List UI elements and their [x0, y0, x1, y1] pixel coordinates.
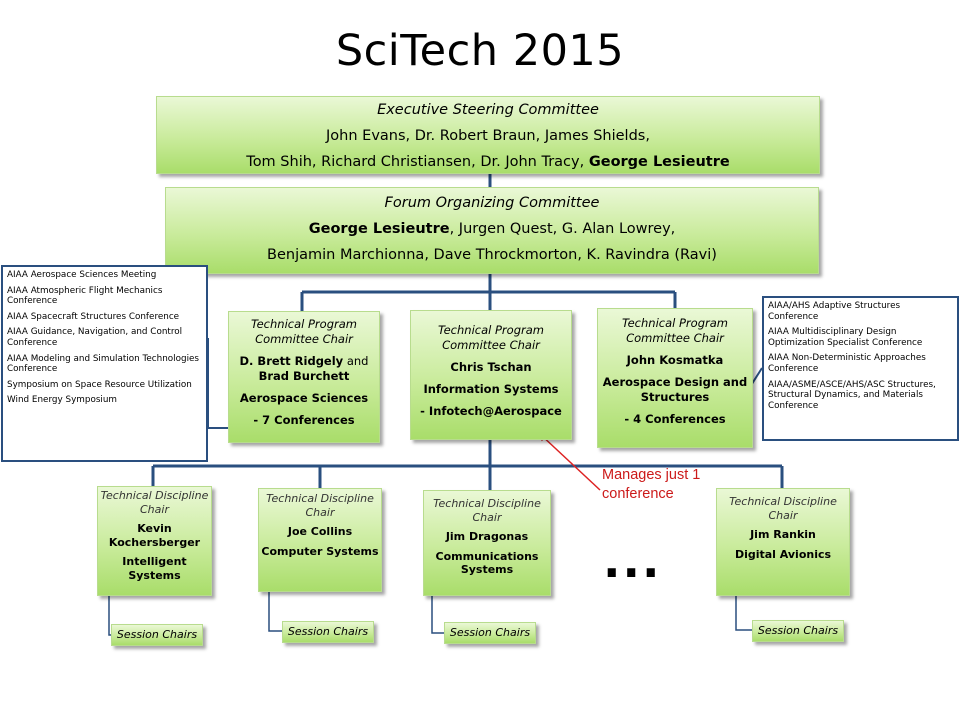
- conference-item: AIAA Atmospheric Flight Mechanics Confer…: [7, 285, 163, 307]
- tdc3-area: Communications Systems: [435, 549, 539, 577]
- session-chairs-3: Session Chairs: [444, 622, 536, 644]
- tpc3-scope: - 4 Conferences: [624, 412, 726, 426]
- esc-members-line2-bold: George Lesieutre: [588, 154, 730, 170]
- connector-tdc3-sc: [431, 596, 444, 634]
- callout-aerospace-sciences-conferences: AIAA Aerospace Sciences Meeting AIAA Atm…: [1, 265, 208, 462]
- executive-steering-committee: Executive Steering Committee John Evans,…: [156, 96, 820, 174]
- tdc2-name: Joe Collins: [287, 525, 353, 538]
- tpc2-heading: Technical Program Committee Chair: [438, 323, 544, 352]
- more-ellipsis: ...: [603, 534, 662, 588]
- tpc2-name: Chris Tschan: [450, 360, 532, 374]
- tdc4-name: Jim Rankin: [750, 528, 816, 541]
- foc-members-line2: Benjamin Marchionna, Dave Throckmorton, …: [267, 247, 717, 263]
- tpc3-heading: Technical Program Committee Chair: [622, 316, 728, 345]
- note-arrow: [539, 433, 601, 491]
- connector-tdc4-sc: [735, 596, 752, 631]
- discipline-chair-digital-avionics: Technical Discipline Chair Jim Rankin Di…: [716, 488, 850, 596]
- tpc3-area: Aerospace Design and Structures: [602, 375, 748, 404]
- discipline-chair-communications-systems: Technical Discipline Chair Jim Dragonas …: [423, 490, 551, 596]
- foc-members-line1-bold: George Lesieutre: [308, 221, 450, 237]
- tpc2-area: Information Systems: [423, 382, 559, 396]
- discipline-chair-intelligent-systems: Technical Discipline Chair Kevin Kochers…: [97, 486, 212, 596]
- conference-item: AIAA Multidisciplinary Design Optimizati…: [768, 327, 923, 348]
- callout-design-structures-conferences: AIAA/AHS Adaptive Structures Conference …: [762, 296, 959, 441]
- tdc1-heading: Technical Discipline Chair: [100, 489, 209, 516]
- session-chairs-4: Session Chairs: [752, 620, 844, 642]
- program-chair-design-structures: Technical Program Committee Chair John K…: [597, 308, 753, 448]
- tpc3-name: John Kosmatka: [626, 353, 724, 367]
- esc-members-line1: John Evans, Dr. Robert Braun, James Shie…: [326, 128, 650, 144]
- esc-members-line2: Tom Shih, Richard Christiansen, Dr. John…: [157, 149, 819, 173]
- tpc1-name-2: Brad Burchett: [258, 369, 350, 383]
- tdc2-area: Computer Systems: [261, 544, 379, 558]
- tpc1-name-1: D. Brett Ridgely: [239, 354, 344, 368]
- tpc1-scope: - 7 Conferences: [253, 413, 355, 427]
- session-chairs-2: Session Chairs: [282, 621, 374, 643]
- tdc3-name: Jim Dragonas: [445, 530, 529, 543]
- callout-left-pointer: [207, 338, 230, 429]
- tpc1-heading: Technical Program Committee Chair: [251, 317, 357, 346]
- tpc1-name-joiner: and: [343, 354, 369, 368]
- conference-item: Wind Energy Symposium: [7, 395, 117, 406]
- tdc4-area: Digital Avionics: [734, 547, 832, 561]
- program-chair-aerospace-sciences: Technical Program Committee Chair D. Bre…: [228, 311, 380, 443]
- tpc1-names: D. Brett Ridgely and Brad Burchett: [229, 354, 379, 384]
- tdc2-heading: Technical Discipline Chair: [266, 492, 374, 519]
- program-chair-information-systems: Technical Program Committee Chair Chris …: [410, 310, 572, 440]
- forum-organizing-committee: Forum Organizing Committee George Lesieu…: [165, 187, 819, 274]
- tdc3-heading: Technical Discipline Chair: [433, 497, 541, 524]
- conference-item: AIAA Modeling and Simulation Technologie…: [7, 353, 200, 375]
- tpc1-area: Aerospace Sciences: [239, 391, 369, 405]
- connector-tdc1-sc: [108, 596, 111, 636]
- manages-note: Manages just 1 conference: [602, 467, 701, 502]
- conference-item: AIAA Guidance, Navigation, and Control C…: [7, 327, 183, 348]
- conference-item: AIAA Aerospace Sciences Meeting: [7, 270, 157, 280]
- tdc1-area: Intelligent Systems: [122, 555, 187, 582]
- connector-tdc2-sc: [268, 592, 282, 632]
- esc-heading: Executive Steering Committee: [377, 102, 599, 118]
- session-chairs-1: Session Chairs: [111, 624, 203, 646]
- conference-item: AIAA Non-Deterministic Approaches Confer…: [768, 353, 926, 374]
- conference-item: AIAA/AHS Adaptive Structures Conference: [768, 301, 901, 322]
- tdc1-name: Kevin Kochersberger: [108, 522, 201, 549]
- esc-members-line2-text: Tom Shih, Richard Christiansen, Dr. John…: [246, 154, 589, 170]
- foc-heading: Forum Organizing Committee: [384, 195, 600, 211]
- foc-members-line1: George Lesieutre, Jurgen Quest, G. Alan …: [166, 216, 818, 242]
- page-title: SciTech 2015: [335, 26, 625, 76]
- conference-item: AIAA Spacecraft Structures Conference: [7, 311, 180, 322]
- foc-members-line1-text: , Jurgen Quest, G. Alan Lowrey,: [449, 221, 676, 237]
- conference-item: Symposium on Space Resource Utilization: [7, 379, 192, 390]
- discipline-chair-computer-systems: Technical Discipline Chair Joe Collins C…: [258, 488, 382, 592]
- conference-item: AIAA/ASME/ASCE/AHS/ASC Structures, Struc…: [768, 379, 936, 411]
- tdc4-heading: Technical Discipline Chair: [729, 495, 837, 522]
- tpc2-scope: - Infotech@Aerospace: [420, 404, 562, 418]
